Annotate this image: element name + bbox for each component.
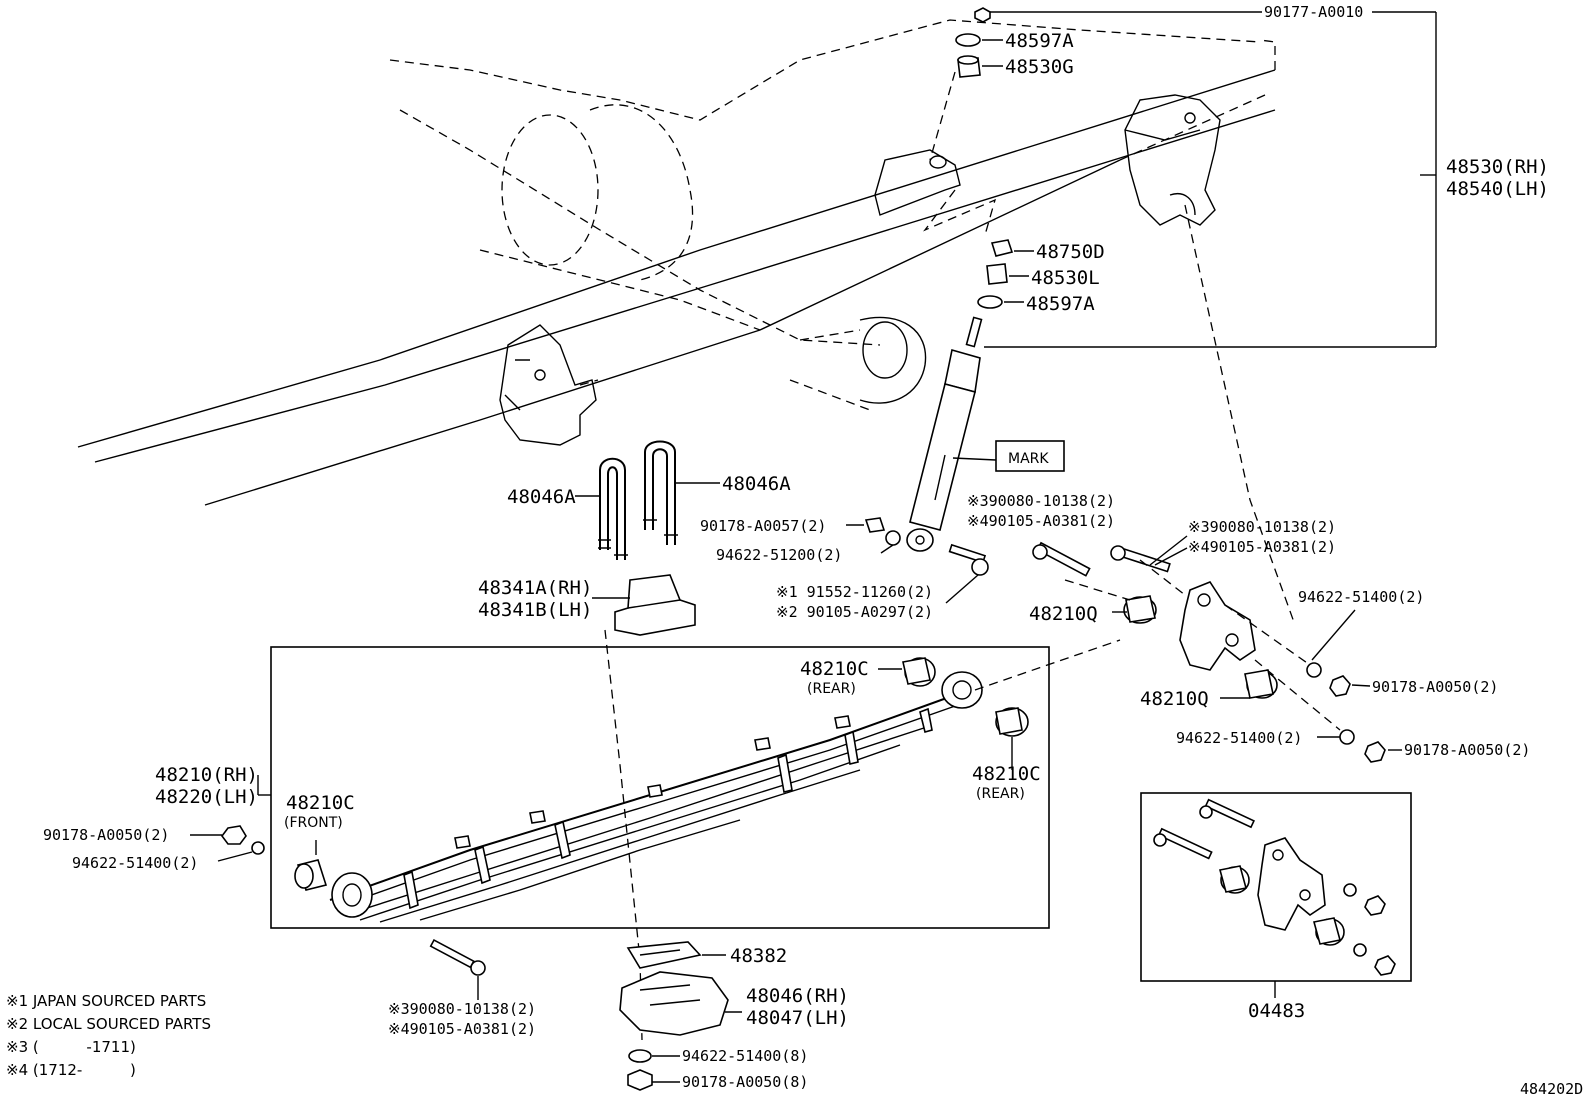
- kit-contents: [1153, 798, 1396, 998]
- note-4: ※4 (1712- ): [6, 1061, 136, 1079]
- label-94622-51400-b[interactable]: 94622-51400(2): [1176, 729, 1302, 747]
- label-94622-51200[interactable]: 94622-51200(2): [716, 546, 842, 564]
- label-48047-LH[interactable]: 48047(LH): [746, 1007, 849, 1029]
- shock-lower-bolt: [846, 517, 989, 604]
- leader-lines-top: [982, 11, 1437, 348]
- center-bolt-guide: [604, 629, 643, 1041]
- label-490105-A0381-a[interactable]: ※490105-A0381(2): [967, 512, 1115, 530]
- label-48046-RH[interactable]: 48046(RH): [746, 985, 849, 1007]
- label-90178-A0050-8[interactable]: 90178-A0050(8): [682, 1073, 808, 1091]
- label-48210-RH[interactable]: 48210(RH): [155, 764, 258, 786]
- label-390080-10138-a[interactable]: ※390080-10138(2): [967, 492, 1115, 510]
- footnotes: ※1 JAPAN SOURCED PARTS ※2 LOCAL SOURCED …: [6, 992, 211, 1079]
- spring-seat-block: [592, 574, 696, 636]
- front-spring-hanger: [499, 324, 599, 446]
- rear-spring-hanger: [1124, 94, 1221, 226]
- note-1: ※1 JAPAN SOURCED PARTS: [6, 992, 206, 1010]
- u-bolts: [575, 440, 720, 560]
- label-91552-11260[interactable]: ※1 91552-11260(2): [776, 583, 933, 601]
- label-48750D[interactable]: 48750D: [1036, 241, 1105, 263]
- label-48046A-left[interactable]: 48046A: [507, 486, 576, 508]
- label-front: (FRONT): [284, 815, 343, 831]
- label-390080-10138-c[interactable]: ※390080-10138(2): [388, 1000, 536, 1018]
- front-eye-hardware: [190, 825, 265, 862]
- shock-upper-bracket: [874, 71, 997, 236]
- label-04483[interactable]: 04483: [1248, 1000, 1305, 1022]
- spring-plate-parts: [429, 938, 742, 1091]
- label-390080-10138-b[interactable]: ※390080-10138(2): [1188, 518, 1336, 536]
- mark-box: [995, 440, 1065, 472]
- rear-shackle-group: [1032, 204, 1402, 763]
- label-48530-RH[interactable]: 48530(RH): [1446, 156, 1549, 178]
- label-94622-51400-8[interactable]: 94622-51400(8): [682, 1047, 808, 1065]
- figure-id: 484202D: [1520, 1080, 1583, 1098]
- label-90178-A0050-b[interactable]: 90178-A0050(2): [1404, 741, 1530, 759]
- label-490105-A0381-c[interactable]: ※490105-A0381(2): [388, 1020, 536, 1038]
- label-48597A-low[interactable]: 48597A: [1026, 293, 1095, 315]
- label-rear-b: (REAR): [976, 786, 1025, 802]
- label-48210C-rear-right[interactable]: 48210C: [972, 763, 1041, 785]
- label-94622-51400-a[interactable]: 94622-51400(2): [1298, 588, 1424, 606]
- label-48341B-LH[interactable]: 48341B(LH): [478, 599, 592, 621]
- label-48341A-RH[interactable]: 48341A(RH): [478, 577, 592, 599]
- label-48210C-rear-top[interactable]: 48210C: [800, 658, 869, 680]
- label-48210Q-a[interactable]: 48210Q: [1029, 603, 1098, 625]
- label-mark: MARK: [1008, 451, 1049, 467]
- shock-top-hardware: [955, 7, 1014, 309]
- label-48597A-top[interactable]: 48597A: [1005, 30, 1074, 52]
- label-48210C-front[interactable]: 48210C: [286, 792, 355, 814]
- leaf-spring: [257, 639, 1121, 923]
- label-48210Q-b[interactable]: 48210Q: [1140, 688, 1209, 710]
- label-48220-LH[interactable]: 48220(LH): [155, 786, 258, 808]
- label-94622-51400-c[interactable]: 94622-51400(2): [72, 854, 198, 872]
- note-2: ※2 LOCAL SOURCED PARTS: [6, 1015, 211, 1033]
- label-90105-A0297[interactable]: ※2 90105-A0297(2): [776, 603, 933, 621]
- label-90178-A0057[interactable]: 90178-A0057(2): [700, 517, 826, 535]
- shock-absorber: [906, 316, 1065, 552]
- label-48530L[interactable]: 48530L: [1031, 267, 1100, 289]
- leaf-spring-box: [270, 646, 1050, 929]
- label-90178-A0050-c[interactable]: 90178-A0050(2): [43, 826, 169, 844]
- note-3: ※3 ( -1711): [6, 1038, 136, 1056]
- label-48540-LH[interactable]: 48540(LH): [1446, 178, 1549, 200]
- label-48046A-right[interactable]: 48046A: [722, 473, 791, 495]
- label-48382[interactable]: 48382: [730, 945, 787, 967]
- label-90177-A0010[interactable]: 90177-A0010: [1264, 3, 1363, 21]
- part-labels: 90177-A0010 48597A 48530G 48530(RH) 4854…: [43, 3, 1549, 1091]
- label-48530G[interactable]: 48530G: [1005, 56, 1074, 78]
- kit-box: [1140, 792, 1412, 982]
- chassis-frame: [77, 19, 1276, 506]
- label-90178-A0050-a[interactable]: 90178-A0050(2): [1372, 678, 1498, 696]
- label-490105-A0381-b[interactable]: ※490105-A0381(2): [1188, 538, 1336, 556]
- label-rear-a: (REAR): [807, 681, 856, 697]
